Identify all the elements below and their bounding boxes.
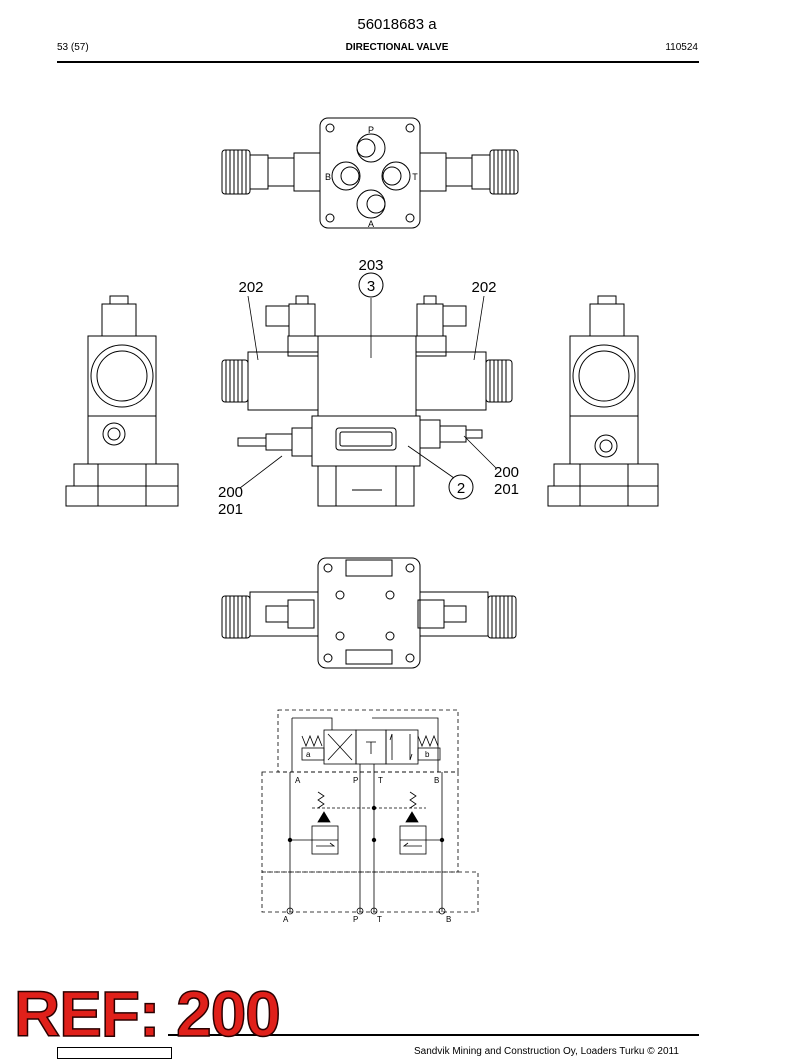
callout-3: 3	[367, 278, 375, 295]
outer-port-p: P	[353, 915, 358, 924]
callout-200-left: 200	[218, 484, 243, 501]
callout-circle-3	[358, 272, 384, 298]
page-number: 53 (57)	[57, 42, 89, 53]
footer-copyright: Sandvik Mining and Construction Oy, Load…	[414, 1046, 679, 1057]
top-view	[221, 117, 519, 229]
callout-203: 203	[358, 257, 383, 274]
port-label-a: A	[368, 219, 374, 229]
callout-200-right: 200	[494, 464, 519, 481]
callout-202-right: 202	[471, 279, 496, 296]
schematic-port-p: P	[353, 776, 358, 785]
date-code: 110524	[665, 42, 698, 53]
callout-circle-2	[448, 474, 474, 500]
port-label-t: T	[412, 172, 418, 182]
right-side-view	[547, 295, 659, 507]
port-label-p: P	[368, 125, 374, 135]
schematic-port-t: T	[378, 776, 383, 785]
logo-box	[57, 1047, 172, 1059]
page-title: DIRECTIONAL VALVE	[345, 42, 449, 53]
document-number: 56018683 a	[357, 16, 437, 33]
front-view	[221, 295, 513, 507]
solenoid-a-label: a	[306, 750, 311, 759]
footer-rule	[168, 1034, 699, 1036]
hydraulic-schematic	[261, 709, 479, 915]
schematic-port-b: B	[434, 776, 439, 785]
callout-201-left: 201	[218, 501, 243, 518]
bottom-view	[221, 557, 517, 669]
callout-2: 2	[457, 480, 465, 497]
schematic-port-a: A	[295, 776, 301, 785]
callout-202-left: 202	[238, 279, 263, 296]
outer-port-a: A	[283, 915, 289, 924]
leader-lines	[239, 295, 497, 489]
left-side-view	[65, 295, 179, 507]
header-rule	[57, 61, 699, 63]
outer-port-t: T	[377, 915, 382, 924]
callout-201-right: 201	[494, 481, 519, 498]
outer-port-b: B	[446, 915, 451, 924]
port-label-b: B	[325, 172, 331, 182]
ref-stamp: REF: 200	[13, 978, 281, 1050]
solenoid-b-label: b	[425, 750, 430, 759]
